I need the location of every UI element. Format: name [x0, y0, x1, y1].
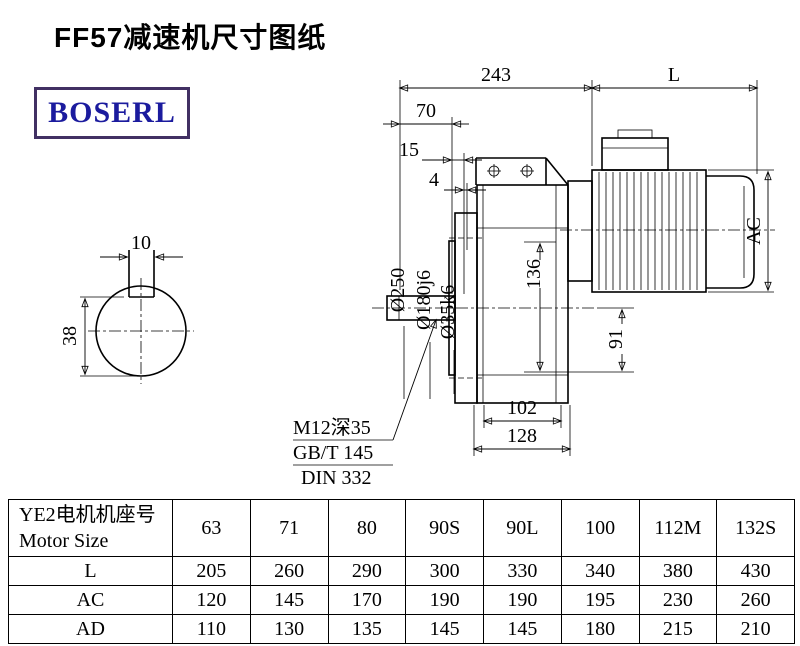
- center-lines: [88, 229, 775, 384]
- dim-AC-label: AC: [743, 217, 765, 245]
- size-col-112M: 112M: [638, 499, 718, 557]
- size-col-90S: 90S: [405, 499, 484, 557]
- note-thread: M12深35: [293, 416, 371, 439]
- dim-38-label: 38: [59, 326, 81, 346]
- dimension-key-height: 38: [59, 296, 140, 377]
- dim-dia250-label: Ø250: [387, 268, 409, 312]
- cell: 380: [638, 556, 718, 586]
- dimension-102: 102: [482, 397, 563, 428]
- dim-15-label: 15: [399, 139, 419, 161]
- dim-91-label: 91: [605, 329, 627, 349]
- cell: 110: [172, 614, 251, 644]
- note-gb-standard: GB/T 145: [293, 442, 373, 464]
- cell: 170: [327, 585, 407, 615]
- cell: 180: [560, 614, 640, 644]
- row-label-AD: AD: [8, 614, 173, 644]
- dimension-15: 15: [399, 139, 482, 294]
- row-label-L: L: [8, 556, 173, 586]
- note-din-standard: DIN 332: [301, 467, 372, 489]
- cell: 260: [249, 556, 329, 586]
- dim-4-label: 4: [429, 169, 439, 191]
- cell: 340: [560, 556, 640, 586]
- cell: 190: [405, 585, 484, 615]
- table-row-AC: AC 120 145 170 190 190 195 230 260: [8, 585, 795, 615]
- dimension-128: 128: [472, 405, 572, 456]
- dim-70-label: 70: [416, 100, 436, 122]
- cell: 135: [327, 614, 407, 644]
- boserl-logo: BOSERL: [34, 87, 190, 139]
- dim-10-label: 10: [131, 232, 151, 254]
- motor-size-table: YE2电机机座号 Motor Size 63 71 80 90S 90L 100…: [8, 499, 795, 644]
- dim-102-label: 102: [507, 397, 537, 419]
- cell: 145: [249, 585, 329, 615]
- cell: 300: [405, 556, 484, 586]
- boserl-logo-text: BOSERL: [48, 96, 176, 129]
- cell: 290: [327, 556, 407, 586]
- dimension-motor-length: L: [590, 64, 759, 174]
- cell: 260: [716, 585, 795, 615]
- dimension-243: 243: [398, 64, 594, 290]
- dimension-136: 136: [523, 241, 634, 373]
- dim-dia35-label: Ø35k6: [437, 285, 459, 339]
- dim-dia180-label: Ø180j6: [413, 270, 435, 330]
- size-col-132S: 132S: [716, 499, 795, 557]
- pad-bolt-holes: [487, 164, 534, 178]
- cell: 145: [405, 614, 484, 644]
- size-col-90L: 90L: [483, 499, 562, 557]
- cell: 230: [638, 585, 718, 615]
- motor-size-label-en: Motor Size: [19, 530, 109, 552]
- cell: 215: [638, 614, 718, 644]
- dimension-4: 4: [429, 169, 486, 250]
- shaft-section-view: [95, 250, 187, 377]
- cell: 195: [560, 585, 640, 615]
- cell: 145: [483, 614, 562, 644]
- header-motor-size: YE2电机机座号 Motor Size: [8, 499, 173, 557]
- dim-136-label: 136: [523, 259, 545, 289]
- dimension-91: 91: [600, 307, 634, 372]
- row-label-AC: AC: [8, 585, 173, 615]
- cell: 430: [716, 556, 795, 586]
- table-header-row: YE2电机机座号 Motor Size 63 71 80 90S 90L 100…: [8, 499, 795, 557]
- cell: 205: [172, 556, 251, 586]
- dim-L-label: L: [668, 64, 680, 86]
- cell: 190: [483, 585, 562, 615]
- cell: 120: [172, 585, 251, 615]
- cell: 130: [249, 614, 329, 644]
- dim-128-label: 128: [507, 425, 537, 447]
- cell: 210: [716, 614, 795, 644]
- size-col-80: 80: [327, 499, 407, 557]
- size-col-71: 71: [249, 499, 329, 557]
- size-col-63: 63: [172, 499, 251, 557]
- table-row-AD: AD 110 130 135 145 145 180 215 210: [8, 614, 795, 644]
- page-title: FF57减速机尺寸图纸: [54, 22, 327, 53]
- dimension-motor-AC: AC: [708, 169, 774, 293]
- dim-243-label: 243: [481, 64, 511, 86]
- size-col-100: 100: [560, 499, 640, 557]
- cell: 330: [483, 556, 562, 586]
- dimension-drawing: 10 38: [59, 64, 775, 489]
- motor-size-label-cn: YE2电机机座号: [19, 504, 156, 526]
- diameter-labels: Ø250 Ø180j6 Ø35k6: [387, 268, 459, 399]
- dimension-70: 70: [383, 100, 469, 294]
- gearbox-main-view: [386, 129, 755, 404]
- table-row-L: L 205 260 290 300 330 340 380 430: [8, 556, 795, 586]
- dimension-keyway-width: 10: [100, 232, 183, 261]
- center-hole-note: M12深35 GB/T 145 DIN 332: [293, 318, 437, 489]
